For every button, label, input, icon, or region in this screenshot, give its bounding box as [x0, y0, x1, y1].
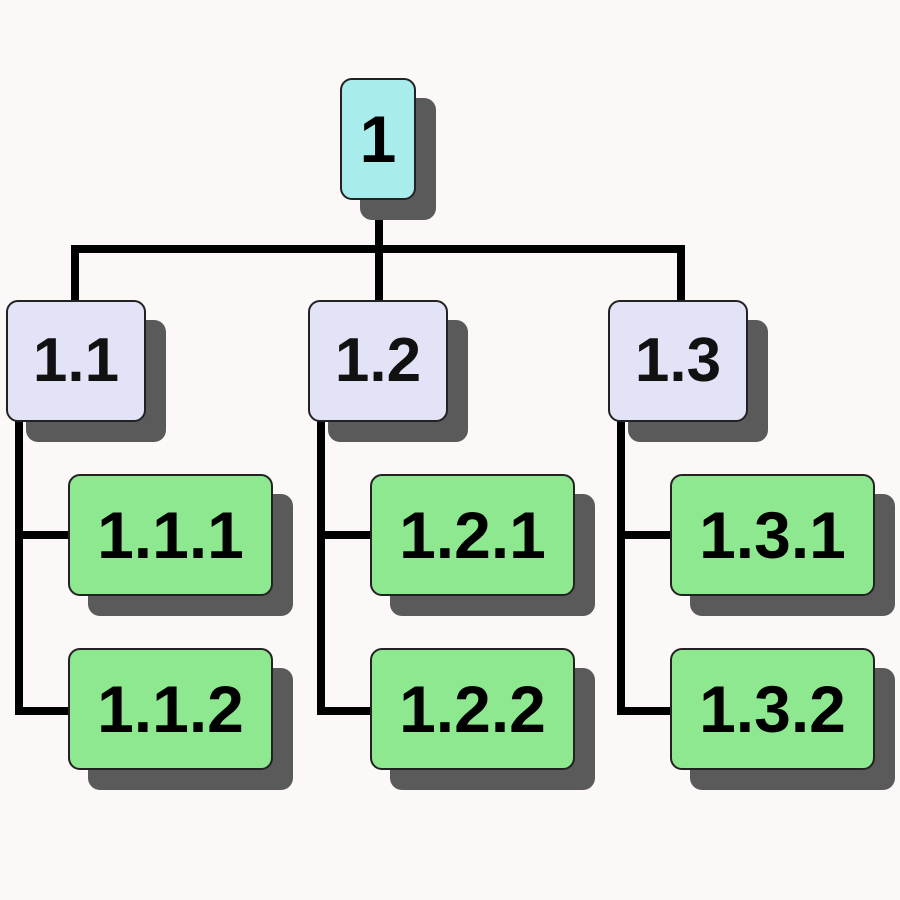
node-1-2: 1.2	[308, 300, 448, 422]
connector-drop-1-1	[71, 245, 79, 302]
connector-spine-1-2	[317, 420, 325, 715]
node-1: 1	[340, 78, 416, 200]
node-1-2-1: 1.2.1	[370, 474, 575, 596]
node-1-1-1: 1.1.1	[68, 474, 273, 596]
node-1-3-1: 1.3.1	[670, 474, 875, 596]
node-1-3: 1.3	[608, 300, 748, 422]
connector-drop-1-2	[375, 245, 383, 302]
connector-tick-1-2-2	[317, 707, 372, 715]
node-1-1-2: 1.1.2	[68, 648, 273, 770]
connector-spine-1-3	[617, 420, 625, 715]
connector-root-stem	[375, 198, 383, 253]
connector-spine-1-1	[15, 420, 23, 715]
node-1-1: 1.1	[6, 300, 146, 422]
connector-tick-1-1-2	[15, 707, 70, 715]
connector-drop-1-3	[677, 245, 685, 302]
connector-tick-1-3-2	[617, 707, 672, 715]
node-1-2-2: 1.2.2	[370, 648, 575, 770]
connector-tick-1-3-1	[617, 531, 672, 539]
connector-tick-1-2-1	[317, 531, 372, 539]
node-1-3-2: 1.3.2	[670, 648, 875, 770]
connector-tick-1-1-1	[15, 531, 70, 539]
